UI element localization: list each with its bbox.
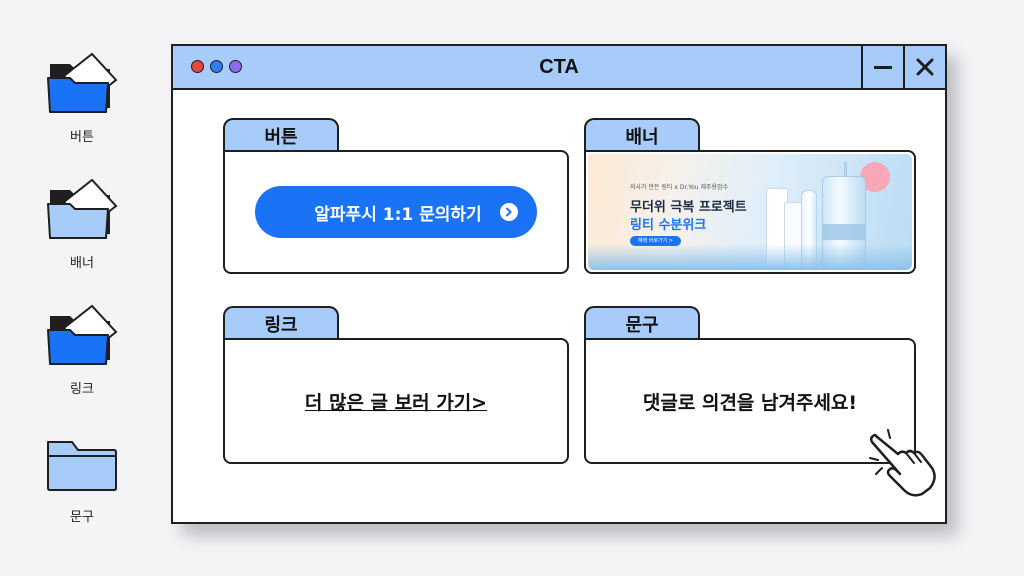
title-bar[interactable]: CTA bbox=[173, 46, 945, 90]
tab-banner: 배너 bbox=[584, 118, 700, 152]
banner-small-text: 의사가 만든 링티 x Dr.You 제주용암수 bbox=[630, 184, 729, 191]
more-posts-link[interactable]: 더 많은 글 보러 가기> bbox=[304, 391, 488, 414]
pointer-hand-icon bbox=[869, 429, 936, 497]
minimize-icon bbox=[874, 66, 892, 69]
cta-inquiry-button[interactable]: 알파푸시 1:1 문의하기 bbox=[255, 186, 537, 238]
desktop-icon-label: 배너 bbox=[70, 256, 94, 271]
desktop-icon-label: 버튼 bbox=[70, 130, 94, 145]
folder-open-icon bbox=[47, 178, 118, 239]
panel-banner: 의사가 만든 링티 x Dr.You 제주용암수 무더위 극복 프로젝트 링티 … bbox=[584, 150, 916, 274]
tumbler-band bbox=[822, 224, 866, 240]
desktop-icon-link[interactable]: 링크 bbox=[40, 302, 124, 397]
desktop-icon-label: 링크 bbox=[70, 382, 94, 397]
panel-phrase: 댓글로 의견을 남겨주세요! bbox=[584, 338, 916, 464]
folder-open-icon bbox=[47, 52, 118, 113]
banner-headline: 무더위 극복 프로젝트 bbox=[630, 200, 747, 215]
close-button[interactable] bbox=[903, 46, 945, 88]
card-button: 버튼 알파푸시 1:1 문의하기 bbox=[223, 118, 569, 274]
card-banner: 배너 의사가 만든 링티 x Dr.You 제주용암수 무더위 극복 프로젝트 … bbox=[584, 118, 916, 274]
promo-banner[interactable]: 의사가 만든 링티 x Dr.You 제주용암수 무더위 극복 프로젝트 링티 … bbox=[588, 154, 912, 270]
water-splash bbox=[588, 244, 912, 270]
tab-link: 링크 bbox=[223, 306, 339, 340]
folder-open-icon bbox=[47, 304, 118, 365]
card-phrase: 문구 댓글로 의견을 남겨주세요! bbox=[584, 306, 916, 464]
close-icon bbox=[916, 58, 934, 76]
comment-prompt-text: 댓글로 의견을 남겨주세요! bbox=[642, 391, 858, 414]
window-controls bbox=[191, 60, 242, 73]
card-link: 링크 더 많은 글 보러 가기> bbox=[223, 306, 569, 464]
minimize-button[interactable] bbox=[861, 46, 903, 88]
minimize-dot[interactable] bbox=[210, 60, 223, 73]
close-dot[interactable] bbox=[191, 60, 204, 73]
window-title: CTA bbox=[539, 56, 579, 78]
arrow-right-circle-icon bbox=[499, 203, 518, 221]
desktop-icon-button[interactable]: 버튼 bbox=[40, 50, 124, 145]
cta-button-label: 알파푸시 1:1 문의하기 bbox=[314, 204, 482, 225]
desktop-icon-phrase[interactable]: 문구 bbox=[40, 430, 124, 525]
desktop-icon-label: 문구 bbox=[70, 510, 94, 525]
tab-button: 버튼 bbox=[223, 118, 339, 152]
folder-icon bbox=[47, 441, 117, 491]
panel-button: 알파푸시 1:1 문의하기 bbox=[223, 150, 569, 274]
banner-cta-pill[interactable]: 혜택 바로가기 > bbox=[630, 236, 681, 246]
desktop-icon-banner[interactable]: 배너 bbox=[40, 176, 124, 271]
cta-window: CTA 버튼 알파푸시 1:1 문의하기 배너 의사가 만든 링티 x Dr.Y… bbox=[171, 44, 947, 524]
banner-subheadline: 링티 수분위크 bbox=[630, 218, 707, 233]
tab-phrase: 문구 bbox=[584, 306, 700, 340]
panel-link: 더 많은 글 보러 가기> bbox=[223, 338, 569, 464]
maximize-dot[interactable] bbox=[229, 60, 242, 73]
